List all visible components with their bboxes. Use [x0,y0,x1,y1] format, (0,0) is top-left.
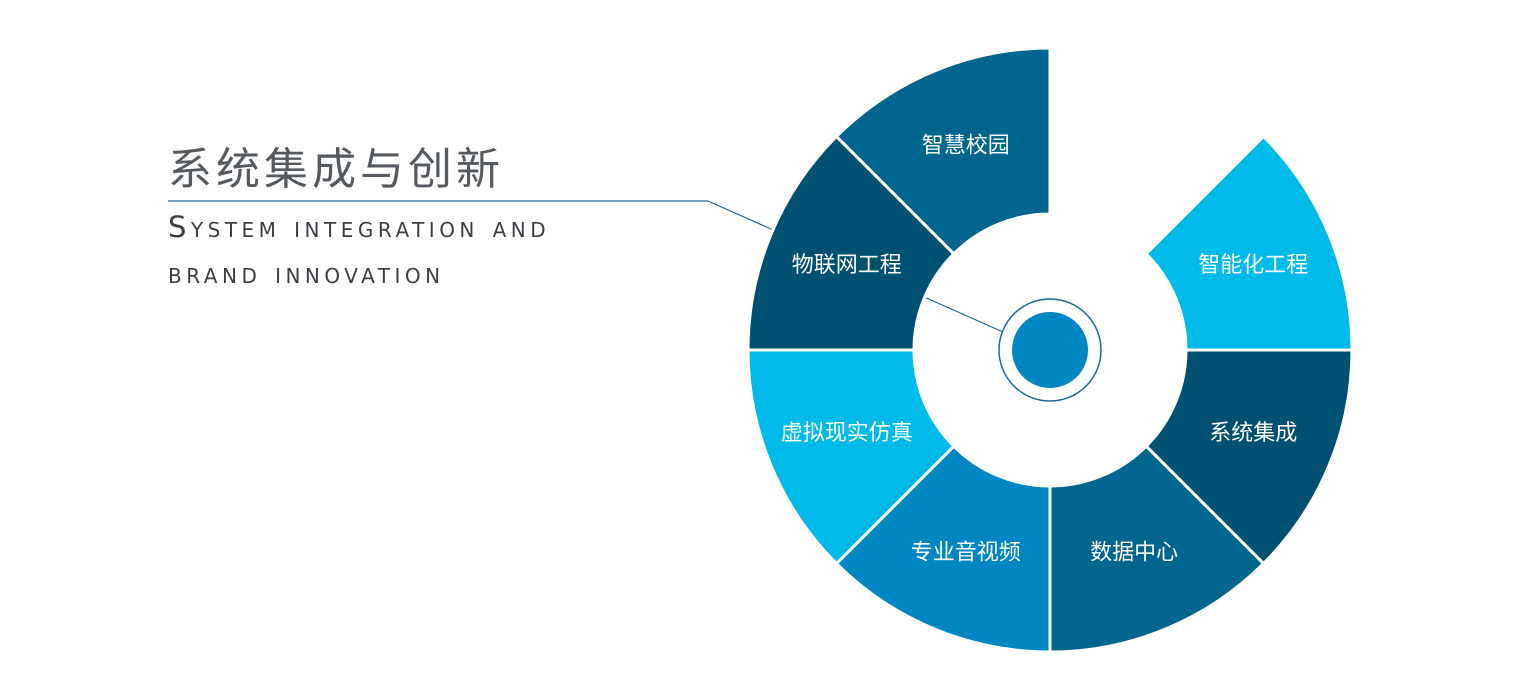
center-dot [1012,312,1088,388]
segment-label-7: 智慧校园 [922,134,1010,159]
segment-5 [746,348,956,566]
segment-2 [1144,348,1354,566]
segment-3 [1048,444,1266,654]
title-english-line-2: brand innovation [168,256,445,290]
segment-label-1: 智能化工程 [1198,253,1308,278]
segment-7 [834,46,1052,256]
segment-1 [1144,134,1354,352]
segment-label-3: 数据中心 [1090,540,1178,565]
title-english: System integration and brand innovation [168,204,550,296]
segment-label-4: 专业音视频 [911,540,1021,565]
segment-label-6: 物联网工程 [792,253,902,278]
segment-6 [746,134,956,352]
title-english-line-1: System integration and [168,210,551,244]
title-chinese: 系统集成与创新 [168,144,504,195]
segment-label-5: 虚拟现实仿真 [781,421,913,446]
segment-label-2: 系统集成 [1209,421,1297,446]
segment-4 [834,444,1052,654]
title-block: 系统集成与创新 System integration and brand inn… [168,140,550,296]
